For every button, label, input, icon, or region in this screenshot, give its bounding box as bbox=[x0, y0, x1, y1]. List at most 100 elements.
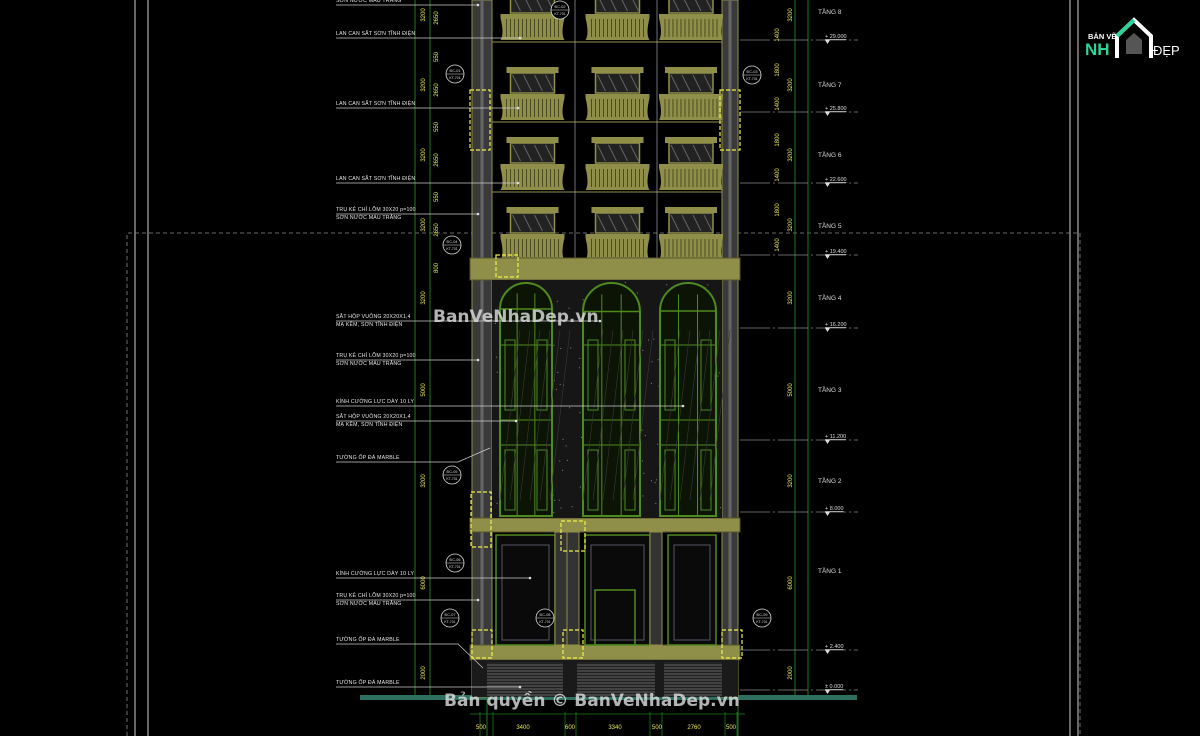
stone-speckle bbox=[642, 430, 643, 431]
annotation-text: TƯỜNG ỐP ĐÁ MARBLE bbox=[336, 454, 400, 461]
dimension-value: 500 bbox=[652, 725, 663, 731]
stone-speckle bbox=[554, 500, 555, 501]
dimension-value: 600 bbox=[565, 725, 576, 731]
dimension-value: 3200 bbox=[421, 474, 427, 488]
detail-tag-id: ĐC-07 bbox=[445, 613, 456, 617]
balcony-window bbox=[511, 213, 555, 233]
dimension-value: 2760 bbox=[687, 725, 701, 731]
stone-speckle bbox=[642, 460, 643, 461]
dimension-value: 2650 bbox=[434, 223, 440, 237]
balcony-cornice bbox=[507, 137, 559, 143]
detail-tag-id: ĐC-09 bbox=[757, 613, 768, 617]
level-marker-icon bbox=[825, 650, 830, 654]
dimension-value: 3340 bbox=[608, 725, 622, 731]
balcony-cornice bbox=[507, 67, 559, 73]
level-elevation: + 22.600 bbox=[825, 177, 847, 183]
stone-speckle bbox=[553, 345, 554, 346]
annotation-text: TƯỜNG ỐP ĐÁ MARBLE bbox=[336, 679, 400, 686]
dimension-value: 3200 bbox=[421, 218, 427, 232]
level-name: TẦNG 2 bbox=[818, 475, 842, 485]
balcony-cornice bbox=[592, 67, 644, 73]
stone-speckle bbox=[643, 473, 644, 474]
balcony-cornice bbox=[592, 207, 644, 213]
dimension-value: 6000 bbox=[421, 576, 427, 590]
floor-band bbox=[470, 518, 740, 532]
detail-tag-id: ĐC-03 bbox=[747, 70, 758, 74]
stone-speckle bbox=[719, 372, 720, 373]
stone-speckle bbox=[643, 495, 644, 496]
stone-speckle bbox=[581, 437, 582, 438]
dimension-value: 2000 bbox=[788, 666, 794, 680]
ground-column bbox=[567, 532, 579, 645]
dimension-value: 5000 bbox=[421, 383, 427, 397]
balcony-window bbox=[596, 0, 640, 13]
dimension-value: 3200 bbox=[421, 148, 427, 162]
balcony-window bbox=[596, 73, 640, 93]
arched-window bbox=[660, 283, 716, 516]
dimension-value: 5000 bbox=[788, 383, 794, 397]
stone-speckle bbox=[496, 357, 497, 358]
balcony-window bbox=[669, 143, 713, 163]
stone-speckle bbox=[556, 389, 557, 390]
level-marker-icon bbox=[825, 512, 830, 516]
logo: BẢN VẼ NH ĐẸP bbox=[1082, 12, 1192, 64]
watermark-center: BanVeNhaDep.vn bbox=[433, 307, 599, 327]
level-name: TẦNG 1 bbox=[818, 565, 842, 575]
stone-speckle bbox=[559, 461, 560, 462]
detail-tag-sheet: KT-701 bbox=[746, 77, 757, 81]
stone-speckle bbox=[648, 339, 649, 340]
annotation-text: LAN CAN SẮT SƠN TĨNH ĐIỆN bbox=[336, 29, 415, 37]
leader-dot bbox=[599, 320, 602, 323]
leader-dot bbox=[529, 577, 532, 580]
logo-right-text: ĐẸP bbox=[1153, 43, 1180, 58]
building-facade bbox=[470, 0, 740, 697]
level-elevation: + 2.400 bbox=[825, 644, 844, 650]
dimension-value: 1400 bbox=[775, 28, 781, 42]
balcony-window bbox=[511, 73, 555, 93]
annotation-text: TƯỜNG ỐP ĐÁ MARBLE bbox=[336, 636, 400, 643]
stone-speckle bbox=[707, 285, 708, 286]
detail-tag-sheet: KT-701 bbox=[444, 620, 455, 624]
stone-speckle bbox=[658, 359, 659, 360]
leader-dot bbox=[477, 599, 480, 602]
dimension-value: 3400 bbox=[516, 725, 530, 731]
level-elevation: + 19.400 bbox=[825, 249, 847, 255]
annotation-text: SẮT HỘP VUÔNG 20X20X1,4 bbox=[336, 312, 411, 320]
level-elevation: + 8.000 bbox=[825, 506, 844, 512]
level-elevation: + 25.800 bbox=[825, 106, 847, 112]
stone-speckle bbox=[560, 384, 561, 385]
dimension-value: 3200 bbox=[421, 8, 427, 22]
dimension-value: 2650 bbox=[434, 83, 440, 97]
stone-speckle bbox=[570, 347, 571, 348]
dimension-value: 3200 bbox=[788, 474, 794, 488]
stone-speckle bbox=[562, 470, 563, 471]
annotation-text: SƠN NƯỚC MÀU TRẮNG bbox=[336, 0, 402, 4]
balcony-window bbox=[511, 0, 555, 13]
level-name: TẦNG 5 bbox=[818, 220, 842, 230]
dimension-value: 3200 bbox=[788, 78, 794, 92]
level-name: TẦNG 8 bbox=[818, 6, 842, 16]
detail-tag-id: ĐC-08 bbox=[540, 613, 551, 617]
stone-speckle bbox=[579, 358, 580, 359]
stone-speckle bbox=[580, 412, 581, 413]
dimension-value: 3200 bbox=[421, 78, 427, 92]
dimension-value: 3200 bbox=[788, 218, 794, 232]
leader-dot bbox=[519, 686, 522, 689]
stone-speckle bbox=[642, 350, 643, 351]
stone-speckle bbox=[651, 480, 652, 481]
dimension-value: 1400 bbox=[775, 97, 781, 111]
dimension-value: 500 bbox=[726, 725, 737, 731]
dimension-value: 2000 bbox=[421, 666, 427, 680]
detail-tag-id: ĐC-05 bbox=[447, 470, 458, 474]
annotation-text: TRỤ KẺ CHỈ LÕM 30X20 p=100 bbox=[336, 206, 416, 213]
stone-speckle bbox=[566, 445, 567, 446]
level-marker-icon bbox=[825, 255, 830, 259]
dimension-value: 550 bbox=[434, 121, 440, 132]
level-marker-icon bbox=[825, 440, 830, 444]
stone-speckle bbox=[655, 503, 656, 504]
annotation-text: KÍNH CƯỜNG LỰC DÀY 10 LY bbox=[336, 398, 415, 405]
balcony-window bbox=[669, 73, 713, 93]
balcony-cornice bbox=[665, 67, 717, 73]
balcony-window bbox=[511, 143, 555, 163]
